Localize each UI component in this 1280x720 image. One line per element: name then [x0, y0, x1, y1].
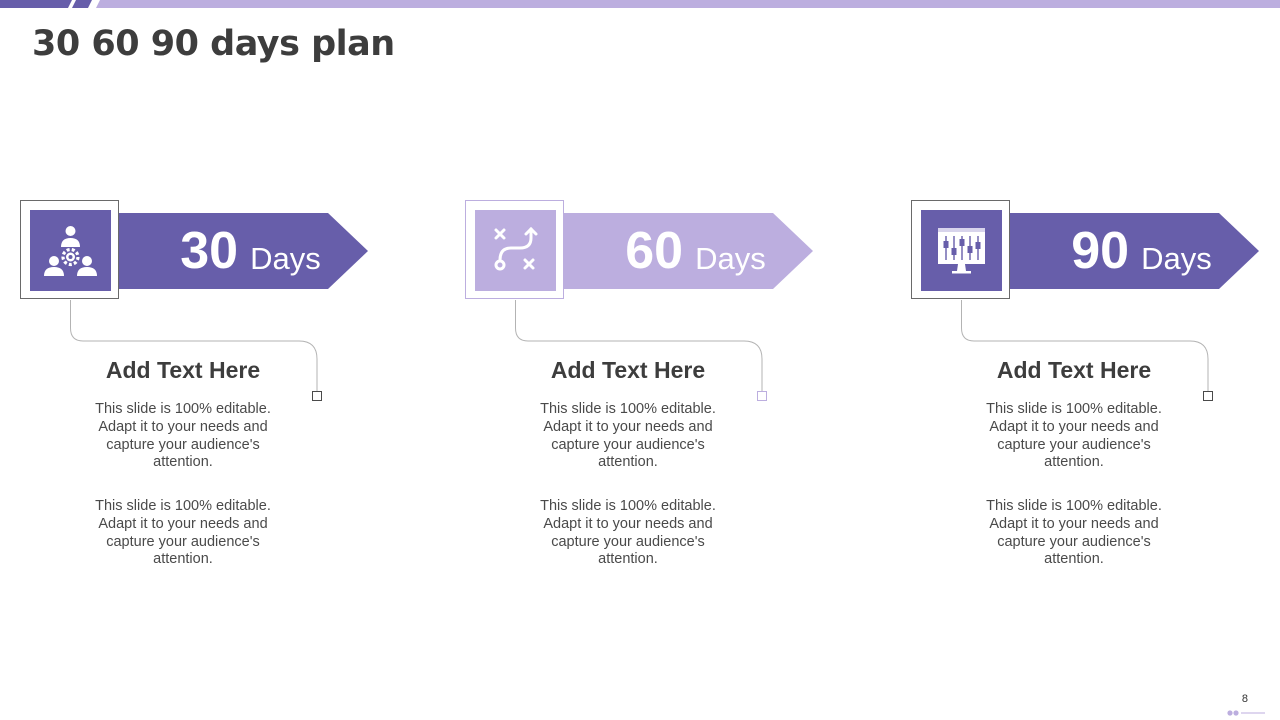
- phase-number: 90: [1071, 222, 1130, 280]
- phase-arrow-banner: [560, 213, 813, 289]
- connector-line: [961, 300, 1213, 401]
- phase-label: 60 Days: [576, 213, 815, 289]
- phase-paragraph: This slide is 100% editable. Adapt it to…: [986, 401, 1162, 471]
- phase-arrow-banner: [1006, 213, 1259, 289]
- phase-heading: Add Text Here: [105, 357, 261, 383]
- phase-card-30: 30 Days Add Text Here This slide is 100%…: [20, 200, 390, 580]
- connector-line: [515, 300, 767, 401]
- icon-frame: [20, 200, 119, 299]
- page-indicator-dots: [1227, 710, 1265, 716]
- phase-paragraph: This slide is 100% editable. Adapt it to…: [95, 401, 271, 471]
- phase-card-60: 60 Days Add Text Here This slide is 100%…: [465, 200, 835, 580]
- page-number: 8: [1241, 693, 1248, 705]
- phase-paragraph: This slide is 100% editable. Adapt it to…: [986, 498, 1162, 568]
- phase-unit: Days: [250, 240, 321, 276]
- phase-label: 30 Days: [131, 213, 370, 289]
- icon-frame: [465, 200, 564, 299]
- phase-label: 90 Days: [1022, 213, 1261, 289]
- phase-arrow-banner: [115, 213, 368, 289]
- top-accent-bar: [0, 0, 1280, 8]
- phase-number: 30: [180, 222, 239, 280]
- phase-card-90: 90 Days Add Text Here This slide is 100%…: [911, 200, 1280, 580]
- team-gear-icon: [30, 210, 111, 291]
- monitor-sliders-icon: [921, 210, 1002, 291]
- strategy-path-icon: [475, 210, 556, 291]
- phase-paragraph: This slide is 100% editable. Adapt it to…: [540, 498, 716, 568]
- phase-paragraph: This slide is 100% editable. Adapt it to…: [540, 401, 716, 471]
- phase-number: 60: [625, 222, 684, 280]
- phase-unit: Days: [695, 240, 766, 276]
- phase-heading: Add Text Here: [996, 357, 1152, 383]
- slide-title: 30 60 90 days plan: [32, 24, 395, 64]
- icon-frame: [911, 200, 1010, 299]
- phase-unit: Days: [1141, 240, 1212, 276]
- phase-heading: Add Text Here: [550, 357, 706, 383]
- connector-line: [70, 300, 322, 401]
- phase-paragraph: This slide is 100% editable. Adapt it to…: [95, 498, 271, 568]
